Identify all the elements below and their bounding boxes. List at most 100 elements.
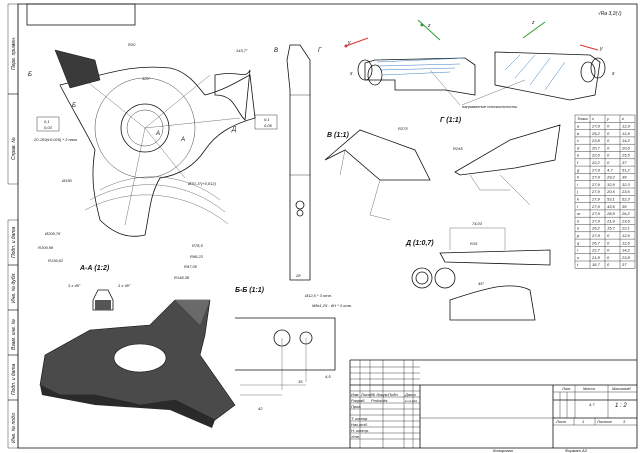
table-cell: 53,1 — [607, 197, 615, 202]
arrow-v-label: В — [274, 48, 278, 54]
dim-143deg: 143,7° — [236, 48, 248, 53]
dim-r275: R275 — [398, 126, 408, 131]
table-cell: 12,9 — [622, 124, 631, 129]
dim-r97: R97,05 — [184, 264, 198, 269]
table-cell: 0 — [607, 138, 610, 143]
table-cell: 0 — [607, 153, 610, 158]
section-aa-title: А-А (1:2) — [79, 265, 110, 272]
table-cell: 21,9 — [606, 218, 616, 223]
arrow-a-label: А — [155, 131, 160, 137]
tb-razrab: Разраб. — [351, 398, 365, 403]
table-cell: 26,7 — [591, 240, 601, 245]
table-cell: d — [577, 145, 580, 150]
table-cell: 12,6 — [622, 240, 631, 245]
tb-izm: Изм. — [351, 392, 360, 397]
tb-masshtab: Масштаб — [612, 386, 631, 391]
table-cell: p — [576, 233, 580, 238]
arrow-g-label: Г — [318, 48, 322, 54]
table-cell: i — [577, 182, 578, 187]
tol-side-2: 0,05 — [264, 123, 273, 128]
table-cell: 4,7 — [607, 167, 613, 172]
label-perv-primen: Перв. примен. — [11, 37, 17, 70]
table-cell: 37 — [622, 160, 627, 165]
table-cell: m — [577, 211, 581, 216]
dim-r245: R245 — [453, 146, 463, 151]
section-bb-title: Б-Б (1:1) — [235, 287, 265, 294]
dim-35: 35 — [298, 379, 303, 384]
table-cell: 27,9 — [591, 218, 601, 223]
table-cell: 32,9 — [607, 182, 616, 187]
table-cell: 28,9 — [606, 211, 616, 216]
label-sprav-no: Справ. № — [11, 137, 17, 160]
table-cell: g — [577, 167, 580, 172]
dim-r20: R20 — [128, 42, 136, 47]
table-cell: 27,9 — [591, 233, 601, 238]
arrow-b-label: Б — [28, 72, 32, 78]
table-cell: 27,9 — [591, 197, 601, 202]
table-cell: n — [577, 218, 580, 223]
dim-4-5: 4,5 — [325, 374, 331, 379]
title-block: Изм. Лист № докум. Подп. Дата Разраб. Pr… — [349, 359, 637, 448]
table-cell: o — [577, 226, 580, 231]
table-cell: l — [577, 204, 578, 209]
table-cell: 12,6 — [622, 233, 631, 238]
table-cell: f — [577, 160, 579, 165]
view-v-title: В (1:1) — [327, 132, 349, 139]
table-cell: 29,2 — [606, 175, 616, 180]
dim-m8: M8x1,25 - 6H * 3 отв. — [312, 303, 352, 308]
tb-t-kontr: Т. контр. — [351, 416, 368, 421]
tb-data: Дата — [404, 392, 416, 397]
table-cell: 27,9 — [591, 204, 601, 209]
tb-list-value: 1 — [582, 419, 584, 424]
table-cell: e — [577, 153, 580, 158]
table-cell: 15,7 — [607, 226, 616, 231]
iso-view-left: y z x — [344, 19, 476, 96]
tb-massa: Масса — [583, 386, 596, 391]
table-cell: 37 — [622, 262, 627, 267]
table-cell: 16,7 — [592, 262, 601, 267]
table-cell: j — [576, 189, 578, 194]
dim-d12: Ø12,5 * 3 отв. — [304, 293, 332, 298]
roughness-mark: √Ra 3,2(√) — [598, 10, 622, 17]
table-cell: 23,8 — [621, 255, 631, 260]
table-cell: q — [577, 240, 580, 245]
label-podp-data-2: Подп. и дата — [11, 363, 17, 395]
view-g-title: Г (1:1) — [440, 117, 462, 124]
table-cell: c — [577, 138, 579, 143]
section-b-hatch — [54, 49, 101, 89]
table-cell: b — [577, 131, 580, 136]
tol-value-2: 0,03 — [44, 125, 53, 130]
dim-r136: R136,62 — [48, 258, 64, 263]
table-header-cell: z — [621, 116, 624, 121]
table-cell: s — [577, 255, 579, 260]
table-cell: 23,6 — [621, 189, 631, 194]
side-strip: Перв. примен. Справ. № Подп. и дата Инв.… — [7, 3, 19, 449]
table-cell: 32,3 — [622, 182, 631, 187]
tb-list-label: Лист — [555, 419, 567, 424]
axis-z-left: z — [427, 23, 431, 29]
view-g: Г (1:1) R245 — [440, 117, 561, 206]
footer-kopiroval: Копировал — [493, 448, 514, 453]
table-cell: 0 — [607, 124, 610, 129]
front-view-dims: R20 120° 143,7° Ø150 Ø70 J7(+0,012) 20 J… — [28, 42, 248, 280]
table-cell: 12,9 — [622, 131, 631, 136]
arrow-a-label-2: А — [180, 137, 185, 143]
view-d-title: Д (1:0,7) — [405, 240, 434, 247]
dim-r109: R109,99 — [38, 245, 54, 250]
dim-d209: Ø209,76 — [44, 231, 61, 236]
tolerance-frame — [36, 116, 60, 132]
table-cell: 43,6 — [607, 204, 616, 209]
table-cell: 21,8 — [591, 255, 601, 260]
table-cell: 0 — [607, 255, 610, 260]
table-cell: r — [577, 248, 579, 253]
footer-format: Формат А3 — [565, 448, 588, 453]
axis-x-left: x — [349, 71, 353, 77]
dim-r15: R15 — [470, 241, 478, 246]
tb-list: Лист — [360, 392, 372, 397]
tb-podp: Подп. — [388, 392, 399, 397]
table-cell: 0 — [607, 248, 610, 253]
axis-x-right: x — [611, 71, 615, 77]
dim-28: 28 — [295, 273, 301, 278]
table-cell: 27,9 — [591, 189, 601, 194]
dim-120deg: 120° — [142, 76, 151, 81]
